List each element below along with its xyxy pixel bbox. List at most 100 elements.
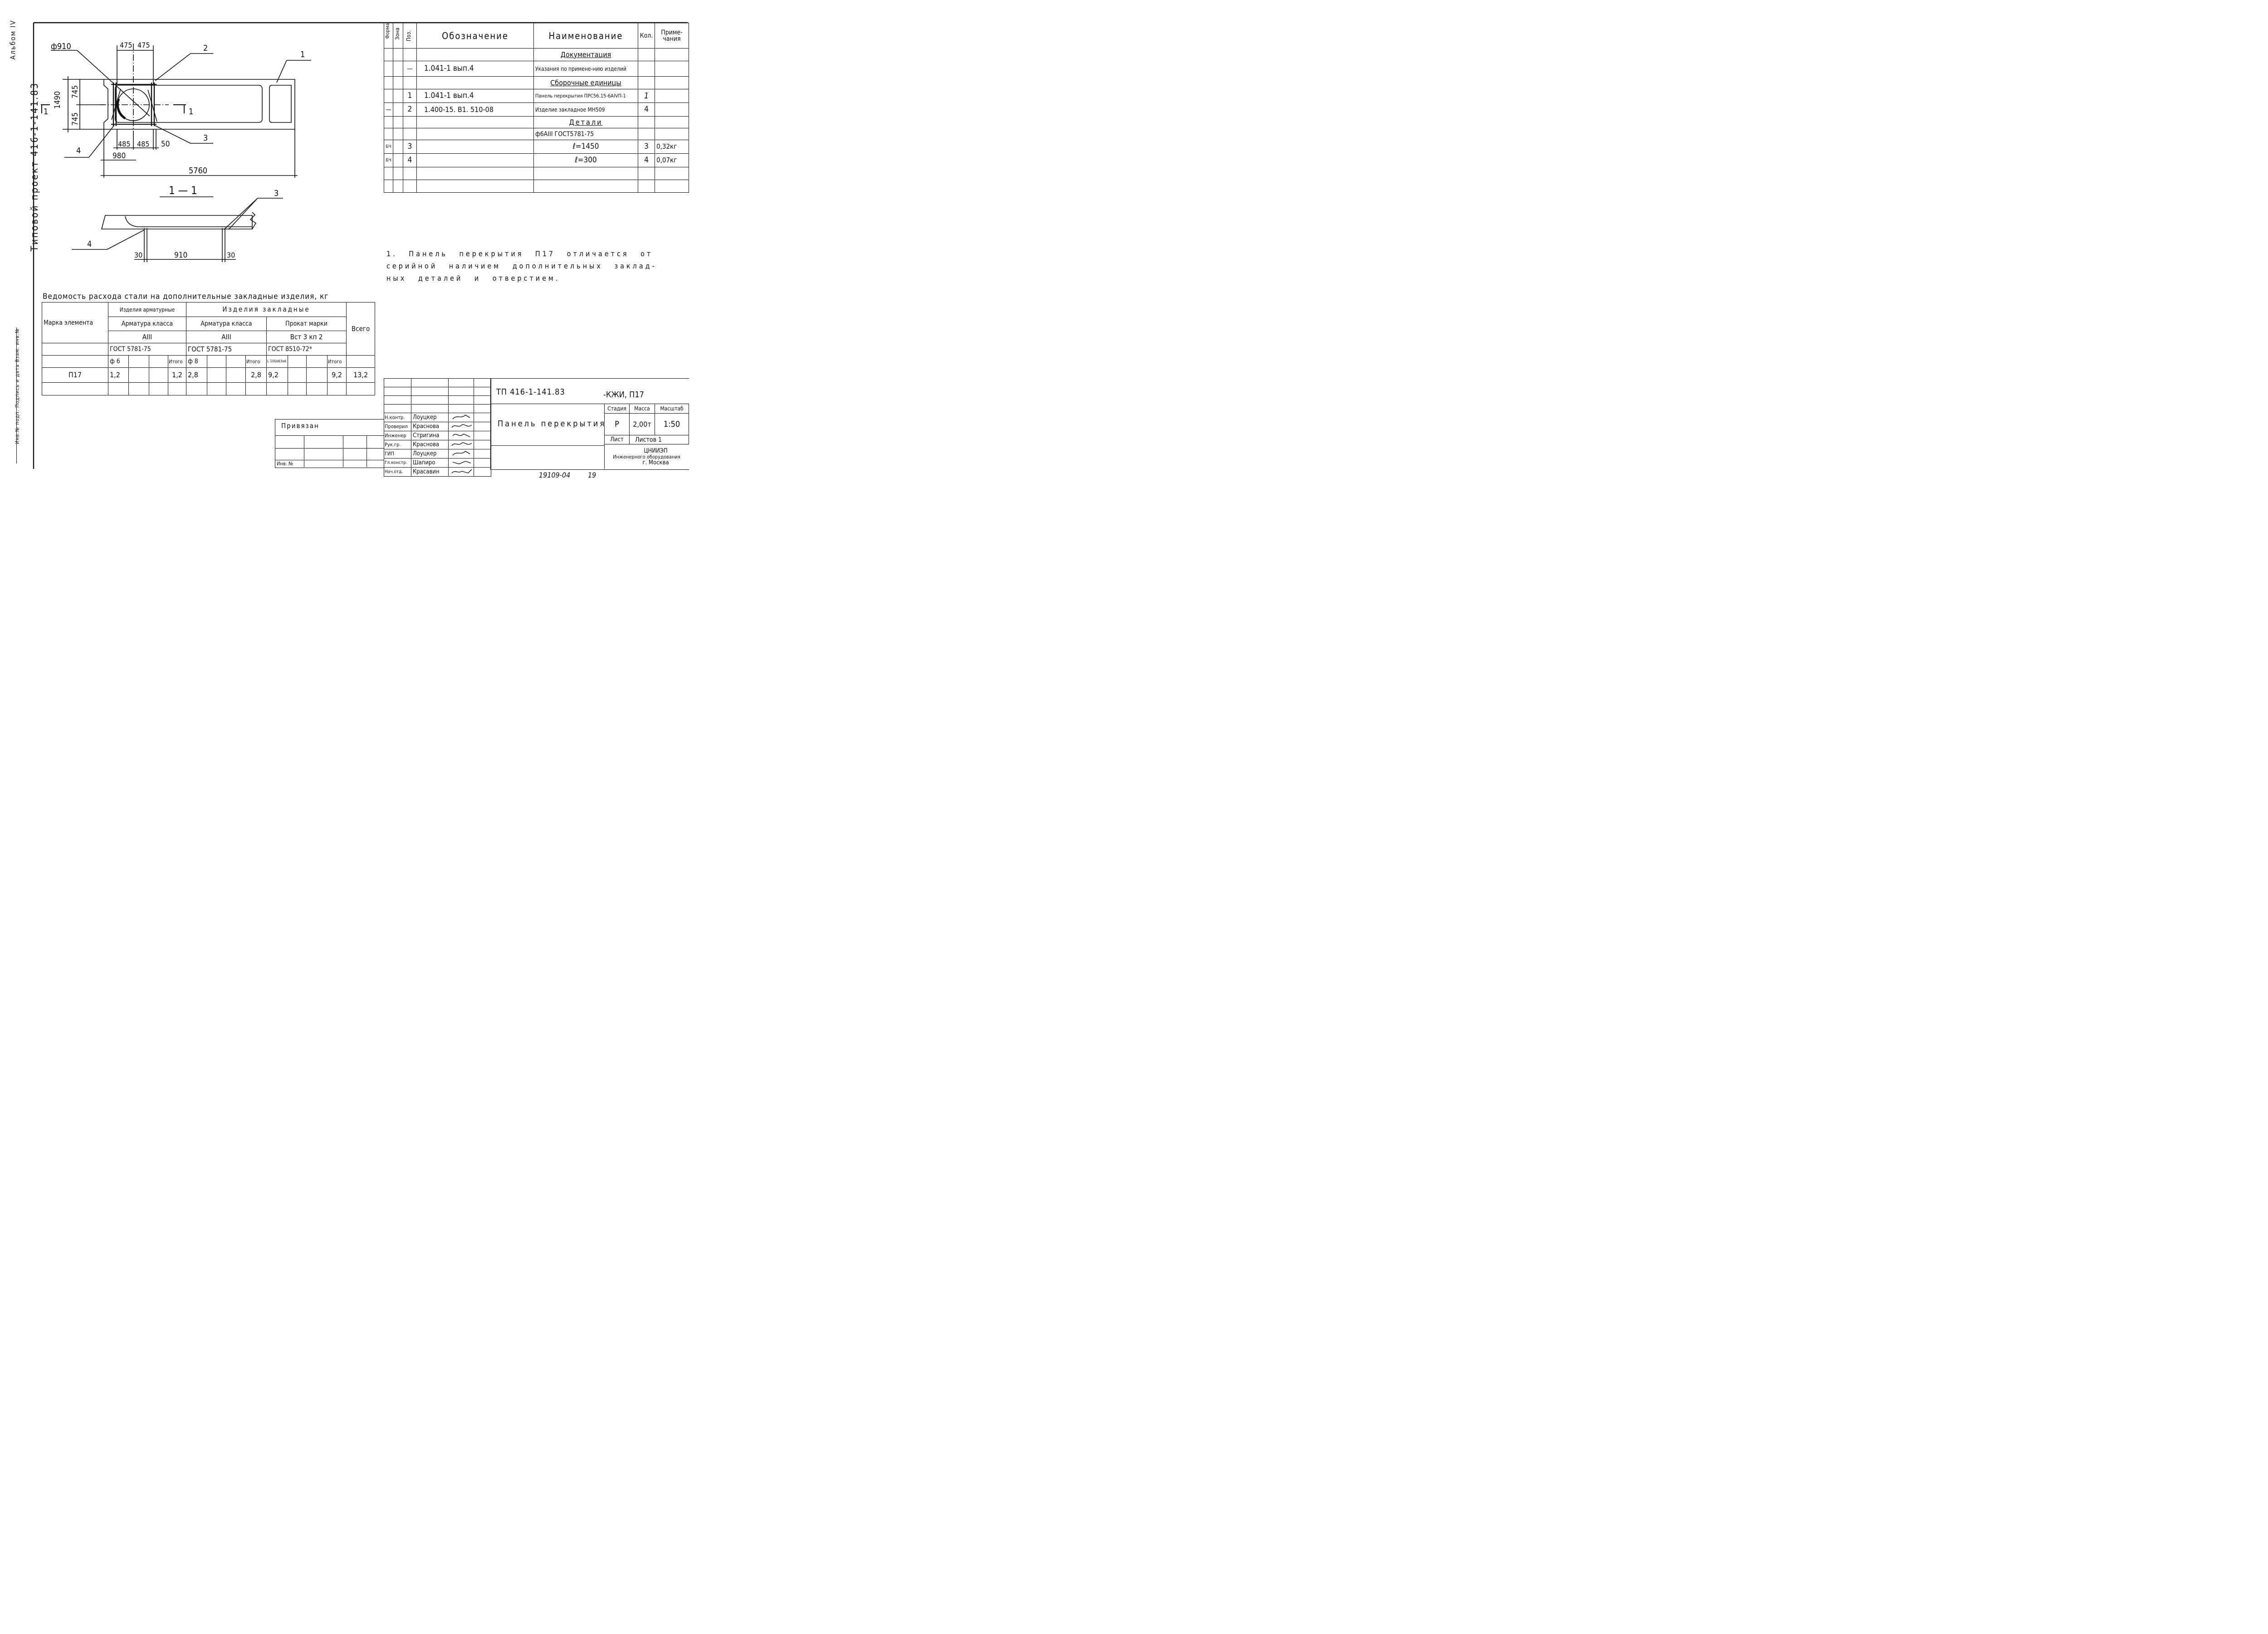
dim-hole-diameter: ф910 — [51, 42, 71, 51]
dim-length: 5760 — [189, 166, 208, 176]
steel-h-grade1: АIII — [108, 331, 187, 343]
section-dim-left: 30 — [134, 251, 143, 259]
mass-header: Масса — [629, 404, 655, 414]
dim-bottom-right: 50 — [161, 140, 170, 149]
sheets-label: Листов 1 — [629, 435, 689, 444]
spec-cell-pos — [403, 48, 417, 61]
spec-row: ф6АIII ГОСТ5781-75 — [384, 128, 689, 140]
spec-cell-pos: 2 — [403, 102, 417, 117]
steel-h-sum3: Итого — [327, 355, 347, 368]
spec-cell-qty — [638, 61, 655, 77]
steel-h-gost1: ГОСТ 5781-75 — [108, 343, 187, 356]
spec-cell-designation — [416, 48, 534, 61]
steel-grade-row: АIII АIII Вст 3 кп 2 — [42, 331, 375, 343]
staff-row: Инженер Стригина — [384, 431, 491, 440]
staff-row: Рук.гр. Краснова — [384, 440, 491, 449]
spec-cell-note — [655, 48, 689, 61]
plan-view — [41, 44, 311, 178]
spec-row: 1 1.041-1 вып.4 Панель перекрытия ПРС56.… — [384, 89, 689, 103]
spec-cell-note — [655, 89, 689, 103]
spec-cell-format — [384, 116, 393, 128]
spec-row: Документация — [384, 48, 689, 61]
spec-cell-qty — [638, 76, 655, 89]
spec-cell-note: 0,32кг — [655, 140, 689, 154]
sheet-label: Лист — [604, 435, 630, 444]
steel-cell-v2: 2,8 — [186, 367, 208, 383]
section-callout-4: 4 — [87, 239, 92, 249]
spec-cell-note — [655, 76, 689, 89]
spec-cell-designation: 1.041-1 вып.4 — [416, 89, 534, 103]
signature — [448, 449, 474, 458]
spec-cell-pos — [403, 116, 417, 128]
spec-cell-zone — [393, 61, 403, 77]
signature — [448, 422, 474, 431]
callout-1: 1 — [300, 50, 305, 59]
spec-cell-designation — [416, 128, 534, 140]
org-line-1: ЦНИИЭП — [644, 448, 668, 454]
steel-h-grade2: АIII — [186, 331, 267, 343]
spec-row-empty — [384, 167, 689, 180]
spec-cell-note — [655, 102, 689, 117]
spec-cell-name: Изделие закладное МН509 — [533, 102, 638, 117]
steel-cell-v1: 1,2 — [108, 367, 129, 383]
staff-name: Краснова — [411, 440, 449, 449]
note-text: 1. Панель перекрытия П17 отличается от с… — [386, 249, 657, 283]
spec-cell-pos: — — [403, 61, 417, 77]
steel-h-group1: Изделия арматурные — [108, 302, 187, 317]
section-title: 1 — 1 — [169, 184, 197, 197]
spec-row: — 2 1.400-15. В1. 510-08 Изделие закладн… — [384, 102, 689, 117]
steel-h-total-cont — [346, 355, 376, 368]
spec-cell-zone — [393, 48, 403, 61]
staff-role: Рук.гр. — [384, 440, 411, 449]
spec-cell-format — [384, 128, 393, 140]
spec-cell-zone — [393, 116, 403, 128]
org-block: ЦНИИЭП Инженерного оборудования г. Москв… — [605, 448, 689, 466]
spec-cell-qty: 4 — [638, 102, 655, 117]
spec-cell-name: Сборочные единицы — [533, 76, 638, 89]
steel-h-grade3: Вст 3 кп 2 — [266, 331, 347, 343]
steel-cell-v3: 9,2 — [266, 367, 288, 383]
dim-height-top: 745 — [71, 85, 80, 99]
bound-label: Привязан — [281, 422, 319, 430]
drawing-canvas — [33, 22, 688, 469]
spec-cell-format — [384, 89, 393, 103]
spec-header-row: Формат Зона Поз. Обозначение Наименовани… — [384, 23, 689, 49]
archive-number: 19109-04 — [539, 471, 571, 479]
spec-h-qty: Кол. — [638, 23, 655, 49]
dim-height-total: 1490 — [53, 91, 62, 109]
spec-cell-zone — [393, 140, 403, 154]
margin-project-label: Типовой проект 416-1-141.83 — [29, 82, 40, 252]
staff-name: Лоуцкер — [411, 449, 449, 458]
mass-value: 2,00т — [629, 413, 655, 435]
staff-name: Шапиро — [411, 458, 449, 468]
title-block-grid: Н.контр. Лоуцкер Проверил Краснова Инжен… — [384, 378, 491, 477]
spec-cell-designation — [416, 140, 534, 154]
steel-h-class2: Арматура класса — [186, 317, 267, 331]
steel-gost-row: ГОСТ 5781-75 ГОСТ 5781-75 ГОСТ 8510-72* — [42, 343, 375, 356]
steel-cell-s3: 9,2 — [327, 367, 347, 383]
signature — [448, 458, 474, 468]
staff-name: Красавин — [411, 467, 449, 477]
staff-role: Н.контр. — [384, 413, 411, 422]
spec-cell-format: — — [384, 102, 393, 117]
staff-row: Нач.отд. Красавин — [384, 467, 491, 477]
org-line-2: Инженерного оборудования — [613, 454, 680, 460]
steel-h-sub2: ф 8 — [186, 355, 208, 368]
spec-row: БЧ 4 ℓ=300 4 0,07кг — [384, 153, 689, 167]
staff-row: Проверил Краснова — [384, 422, 491, 431]
archive-sheet: 19 — [588, 471, 596, 479]
spec-cell-pos: 1 — [403, 89, 417, 103]
spec-cell-note — [655, 61, 689, 77]
staff-row: Н.контр. Лоуцкер — [384, 413, 491, 422]
stage-header: Стадия — [604, 404, 630, 414]
spec-h-name: Наименование — [533, 23, 638, 49]
steel-table: Марка элемента Изделия арматурные Издели… — [42, 302, 376, 395]
spec-cell-designation — [416, 153, 534, 167]
scale-value: 1:50 — [655, 413, 689, 435]
spec-table: Формат Зона Поз. Обозначение Наименовани… — [384, 23, 689, 193]
dim-height-bottom: 745 — [71, 112, 80, 126]
spec-cell-note — [655, 116, 689, 128]
staff-name: Лоуцкер — [411, 413, 449, 422]
spec-h-pos: Поз. — [403, 23, 417, 49]
org-line-3: г. Москва — [642, 459, 669, 466]
